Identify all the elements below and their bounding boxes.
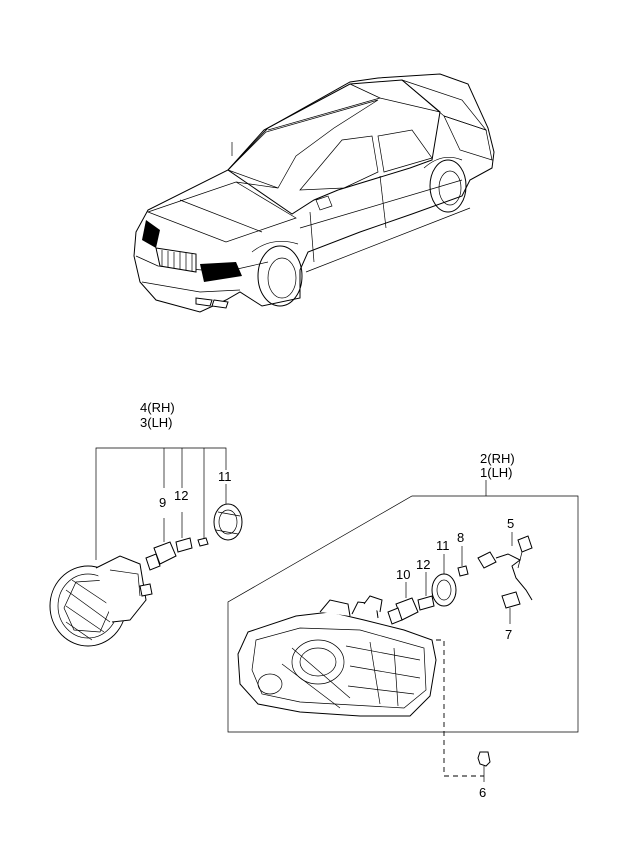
label-num: 4 (140, 400, 148, 415)
label-side: (RH) (487, 451, 515, 466)
label-part-head-cap: 11 (436, 538, 450, 553)
fog-socket (175, 512, 209, 553)
label-part-head-bulb: 10 (396, 567, 411, 582)
label-part-fog-bulb: 9 (159, 495, 167, 510)
label-num: 3 (140, 415, 148, 430)
label-part-fog-cap: 11 (218, 469, 232, 484)
head-cap (431, 554, 457, 607)
side-socket (457, 546, 469, 577)
aim-screw (477, 751, 491, 782)
fog-lamp-housing (49, 555, 153, 647)
label-fog-lamp-rh: 4(RH) (140, 401, 175, 414)
fog-bulb (145, 518, 177, 571)
label-fog-lamp-lh: 3(LH) (140, 416, 173, 429)
label-side: (LH) (487, 465, 513, 480)
fog-lamp-assembly (49, 447, 243, 647)
fog-cap (213, 484, 243, 541)
label-part-aim-screw: 6 (479, 785, 487, 800)
label-side: (RH) (147, 400, 175, 415)
car-illustration (133, 73, 495, 313)
label-part-head-socket: 12 (416, 557, 431, 572)
head-socket (417, 572, 435, 611)
label-head-lamp-rh: 2(RH) (480, 452, 515, 465)
head-lamp-assembly (227, 480, 579, 782)
label-head-lamp-lh: 1(LH) (480, 466, 513, 479)
label-num: 2 (480, 451, 488, 466)
label-part-fog-socket: 12 (174, 488, 189, 503)
label-side: (LH) (147, 415, 173, 430)
label-part-side-bulb: 7 (505, 627, 513, 642)
label-part-side-socket: 8 (457, 530, 465, 545)
head-bulb (387, 582, 419, 625)
side-bulb (501, 591, 521, 624)
label-num: 1 (480, 465, 488, 480)
head-lamp-housing (237, 595, 437, 717)
wiring-harness (477, 532, 533, 601)
label-part-harness: 5 (507, 516, 515, 531)
